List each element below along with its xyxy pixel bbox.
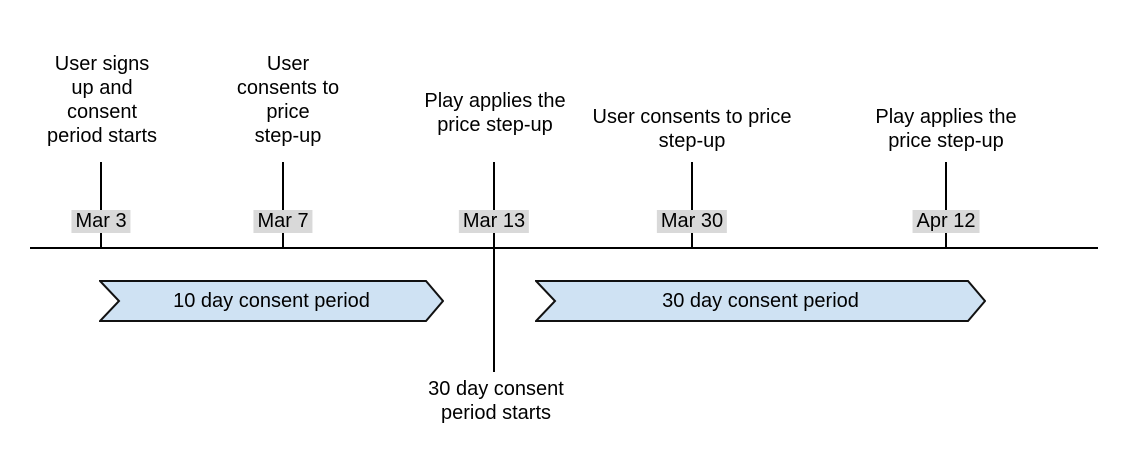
period-label: 10 day consent period — [173, 290, 370, 312]
date-badge: Mar 3 — [71, 210, 131, 233]
event-label-second-apply: Play applies the price step-up — [875, 106, 1017, 152]
event-tick — [282, 162, 284, 249]
event-label-second-consent: User consents to price step-up — [592, 106, 792, 152]
date-badge: Apr 12 — [912, 210, 980, 233]
timeline-axis — [30, 247, 1098, 249]
period-arrow-30-day: 30 day consent period — [535, 280, 986, 322]
event-label-first-apply: Play applies the price step-up — [424, 90, 566, 136]
period-label: 30 day consent period — [662, 290, 859, 312]
right-arrow-shape — [535, 280, 986, 322]
event-tick — [493, 162, 495, 249]
right-arrow-shape — [99, 280, 444, 322]
date-badge: Mar 7 — [253, 210, 313, 233]
note-label-30-day-start: 30 day consent period starts — [428, 378, 564, 424]
event-tick — [100, 162, 102, 249]
period-arrow-10-day: 10 day consent period — [99, 280, 444, 322]
date-badge: Mar 30 — [656, 210, 728, 233]
date-badge: Mar 13 — [458, 210, 530, 233]
event-tick — [691, 162, 693, 249]
note-connector-line — [493, 249, 495, 372]
event-label-signup: User signs up and consent period starts — [46, 53, 158, 147]
event-tick — [945, 162, 947, 249]
event-label-first-consent: User consents to price step-up — [236, 53, 340, 147]
